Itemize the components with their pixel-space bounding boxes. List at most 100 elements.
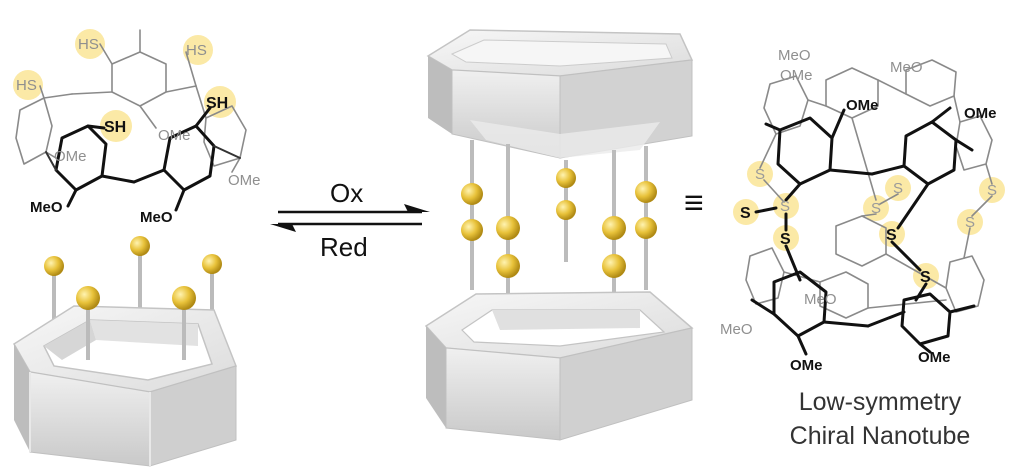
methoxy-label: MeO [140,209,173,226]
sulfur-label: S [965,214,975,231]
sulfur-highlight [885,175,911,201]
top-prism-hole [450,39,673,67]
monomer-cartoon [12,236,237,467]
bridge-bond [783,271,821,283]
ome-bond [231,157,241,173]
sulfur-ball [172,286,196,310]
sulfur-ball [496,216,520,240]
sulfur-highlight [957,209,983,235]
sulfur-ball [130,236,150,256]
ch2-bridge [132,168,166,184]
sulfur-label: S [755,166,765,183]
ss-bond [963,227,971,259]
s-bond [784,182,802,202]
ome-bond [830,108,846,140]
ome-bond [930,106,952,124]
sulfur-label: S [886,227,897,244]
methoxy-label: MeO [804,291,837,308]
hs-bond [99,43,113,65]
ss-bond [890,240,922,272]
ome-bond [66,188,78,208]
sulfur-label: S [740,205,751,222]
ome-bond [918,342,932,354]
ss-bond [763,179,785,203]
top-prism-side [428,56,452,134]
equivalence-symbol: ≡ [684,184,704,222]
bridge-bond [885,253,947,289]
methoxy-label: OMe [780,67,813,84]
bottom-prism-side [445,347,561,441]
bridge-bond [195,85,207,119]
nanotube-structure: S S S S S S S S S S MeO OMe MeO OMe OMe … [720,47,1005,374]
prism-inner-wall [44,320,96,360]
ring-link [948,304,976,314]
thiol-label: SH [206,95,228,112]
thiol-highlight [13,70,43,100]
sulfur-highlight [773,193,799,219]
back-ring [111,51,167,107]
sulfur-ball [44,256,64,276]
sulfur-ball [635,181,657,203]
bottom-prism-inner [492,310,640,330]
back-ring [745,247,785,305]
s-bond [896,182,930,230]
hs-bond [39,85,45,99]
sulfur-ball [635,217,657,239]
equilibrium-arrows: Ox Red [270,178,430,262]
forward-arrowhead [404,204,430,212]
thiol-label: HS [186,42,207,59]
thiol-label: HS [78,36,99,53]
methoxy-label: OMe [918,349,951,366]
ss-bond [985,163,993,185]
sulfur-ball [556,200,576,220]
ome-bond [174,188,186,212]
sh-bond [194,106,212,128]
ring-link [764,122,782,132]
sulfur-highlight [773,225,799,251]
caption-line-1: Low-symmetry [799,388,962,416]
bridge-bond [867,299,947,309]
ch2-bridge [828,168,874,176]
front-ring [902,120,958,186]
sulfur-label: S [871,200,881,217]
sulfur-ball [602,216,626,240]
ring-link [750,298,776,316]
ch2-bridge [866,310,906,328]
sulfur-label: S [987,182,997,199]
sulfur-ball [76,286,100,310]
bridge-bond [807,99,827,107]
methoxy-label: MeO [720,321,753,338]
methoxy-label: MeO [30,199,63,216]
sulfur-label: S [780,198,790,215]
methoxy-label: OMe [846,97,879,114]
sulfur-label: S [920,269,931,286]
caption-line-2: Chiral Nanotube [790,422,971,450]
ss-bond [851,117,877,201]
forward-label: Ox [330,178,363,208]
sulfur-label: S [893,180,903,197]
hs-bond [185,51,197,87]
thiol-highlight [204,86,236,118]
reverse-label: Red [320,232,368,262]
back-ring [763,75,809,135]
sulfur-ball [556,168,576,188]
bridge-bond [165,85,197,93]
ss-bond [861,213,877,217]
sulfur-highlight [733,199,759,225]
front-ring [776,116,834,186]
sulfur-ball [461,219,483,241]
methoxy-label: OMe [790,357,823,374]
sulfur-ball [461,183,483,205]
ss-bond [879,193,899,205]
sulfur-label: S [780,231,791,248]
prism-inner-wall [90,320,198,346]
methoxy-label: OMe [228,172,261,189]
bridge-bond [953,95,961,123]
methoxy-label: MeO [890,59,923,76]
sulfur-ball [602,254,626,278]
ss-bond [759,133,777,169]
monomer-structure: HS HS HS SH SH OMe OMe OMe MeO MeO [13,29,261,226]
front-ring [900,292,952,346]
ring-link [213,145,241,159]
sulfur-ball [496,254,520,278]
